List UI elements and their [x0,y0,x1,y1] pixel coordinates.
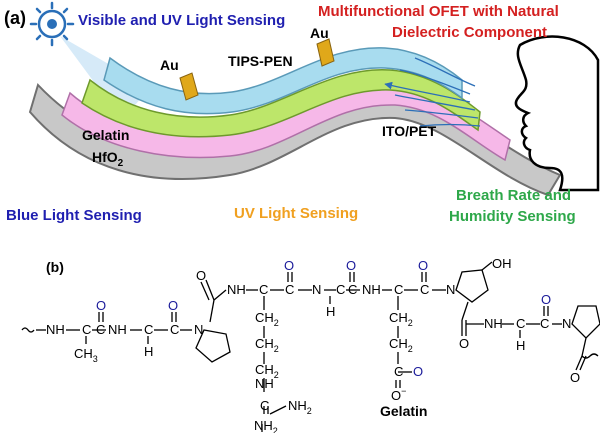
atom-ch2-4: CH2 [389,310,413,328]
breath-flow-lines [384,57,481,127]
gelatin-atoms: NH C C O CH3 NH C H C O N O NH C CH2 CH2… [46,256,580,433]
atom-o-4: O [284,258,294,273]
atom-c-5: C [259,282,268,297]
atom-nh-6: NH [484,316,503,331]
hfo2-label: HfO2 [92,149,124,169]
gelatin-layer [81,69,481,138]
atom-h-1: H [144,344,153,359]
panel-a: (a) Visible and UV Light Sensing Multifu… [4,1,600,225]
atom-nh-2: NH [108,322,127,337]
visible-uv-label: Visible and UV Light Sensing [78,12,285,29]
gelatin-caption: Gelatin [380,403,427,419]
atom-c-9: C [348,282,357,297]
au-electrode-left [179,72,199,101]
human-head-icon [514,35,600,192]
uv-light-label: UV Light Sensing [234,205,358,222]
ito-pet-label: ITO/PET [382,123,437,139]
atom-n-2: N [312,282,321,297]
atom-c-6: C [260,398,269,413]
atom-ch2-1: CH2 [255,310,279,328]
atom-c-7: C [285,282,294,297]
atom-nh-4: NH [255,376,274,391]
atom-o-5: O [346,258,356,273]
atom-o-minus: O− [391,386,406,403]
atom-c-8: C [336,282,345,297]
tips-pen-label: TIPS-PEN [228,53,293,69]
atom-nh-5: NH [362,282,381,297]
gelatin-bonds [21,261,600,432]
ofet-title-line1: Multifunctional OFET with Natural [318,3,559,20]
breath-label-line2: Humidity Sensing [449,208,576,225]
breath-label-line1: Breath Rate and [456,187,571,204]
atom-c-10: C [394,282,403,297]
atom-ch2-2: CH2 [255,336,279,354]
atom-ch2-3: CH2 [255,362,279,380]
au-electrode-right [316,38,335,67]
atom-o-9: O [541,292,551,307]
atom-n-4: N [562,316,571,331]
atom-c-4: C [170,322,179,337]
atom-n-3: N [446,282,455,297]
atom-c-12: C [420,282,429,297]
atom-c-13: C [516,316,525,331]
atom-c-14: C [540,316,549,331]
panel-b-label: (b) [46,259,64,275]
atom-h-3: H [516,338,525,353]
atom-o-8: O [459,336,469,351]
panel-a-label: (a) [4,8,26,28]
atom-c-1: C [82,322,91,337]
atom-nh-1: NH [46,322,65,337]
atom-h-2: H [326,304,335,319]
atom-o-2: O [168,298,178,313]
atom-o-7: O [418,258,428,273]
atom-n-1: N [194,322,203,337]
blue-light-label: Blue Light Sensing [6,207,142,224]
atom-c-2: C [96,322,105,337]
atom-ch3: CH3 [74,346,98,364]
atom-oh: OH [492,256,512,271]
atom-nh2-1: NH2 [288,398,312,416]
atom-c-11: C [394,364,403,379]
atom-o-10: O [570,370,580,385]
atom-o-1: O [96,298,106,313]
ofet-title-line2: Dielectric Component [392,24,547,41]
atom-ch2-5: CH2 [389,336,413,354]
au-left-label: Au [160,57,179,73]
atom-nh-3: NH [227,282,246,297]
atom-o-3: O [196,268,206,283]
atom-nh2-2: NH2 [254,418,278,433]
gelatin-label: Gelatin [82,127,129,143]
atom-c-3: C [144,322,153,337]
au-right-label: Au [310,25,329,41]
atom-o-6: O [413,364,423,379]
panel-b: (b) [21,256,600,433]
